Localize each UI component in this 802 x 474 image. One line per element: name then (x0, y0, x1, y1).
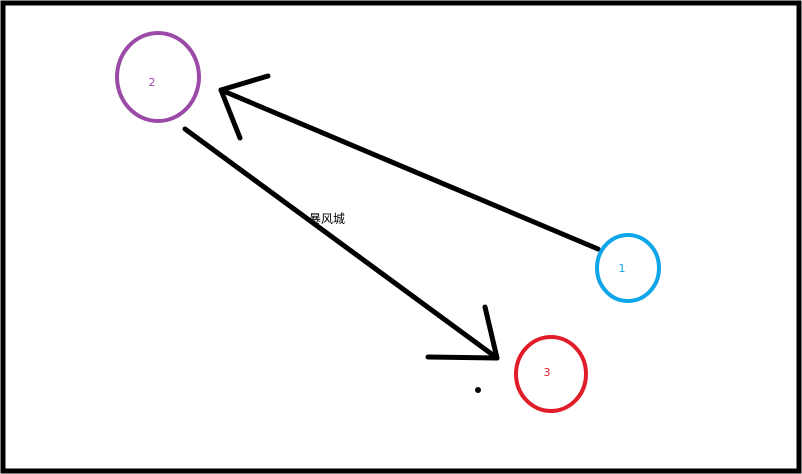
node-circle (514, 335, 588, 413)
node-circle (115, 31, 201, 123)
edge-label: 暴风城 (309, 212, 345, 226)
arrowhead-icon (425, 304, 500, 361)
dot-mark (475, 387, 481, 393)
edge-line (182, 126, 500, 361)
arrowhead-icon (218, 73, 271, 141)
node-circle (595, 233, 661, 303)
node-2: 2 (115, 31, 201, 123)
node-label: 1 (619, 262, 626, 275)
node-label: 3 (544, 366, 551, 379)
edge-1-to-2 (218, 73, 601, 252)
node-label: 2 (149, 76, 156, 89)
node-1: 1 (595, 233, 661, 303)
edge-line (218, 87, 601, 252)
edge-2-to-3: 暴风城 (182, 126, 500, 361)
node-3: 3 (514, 335, 588, 413)
